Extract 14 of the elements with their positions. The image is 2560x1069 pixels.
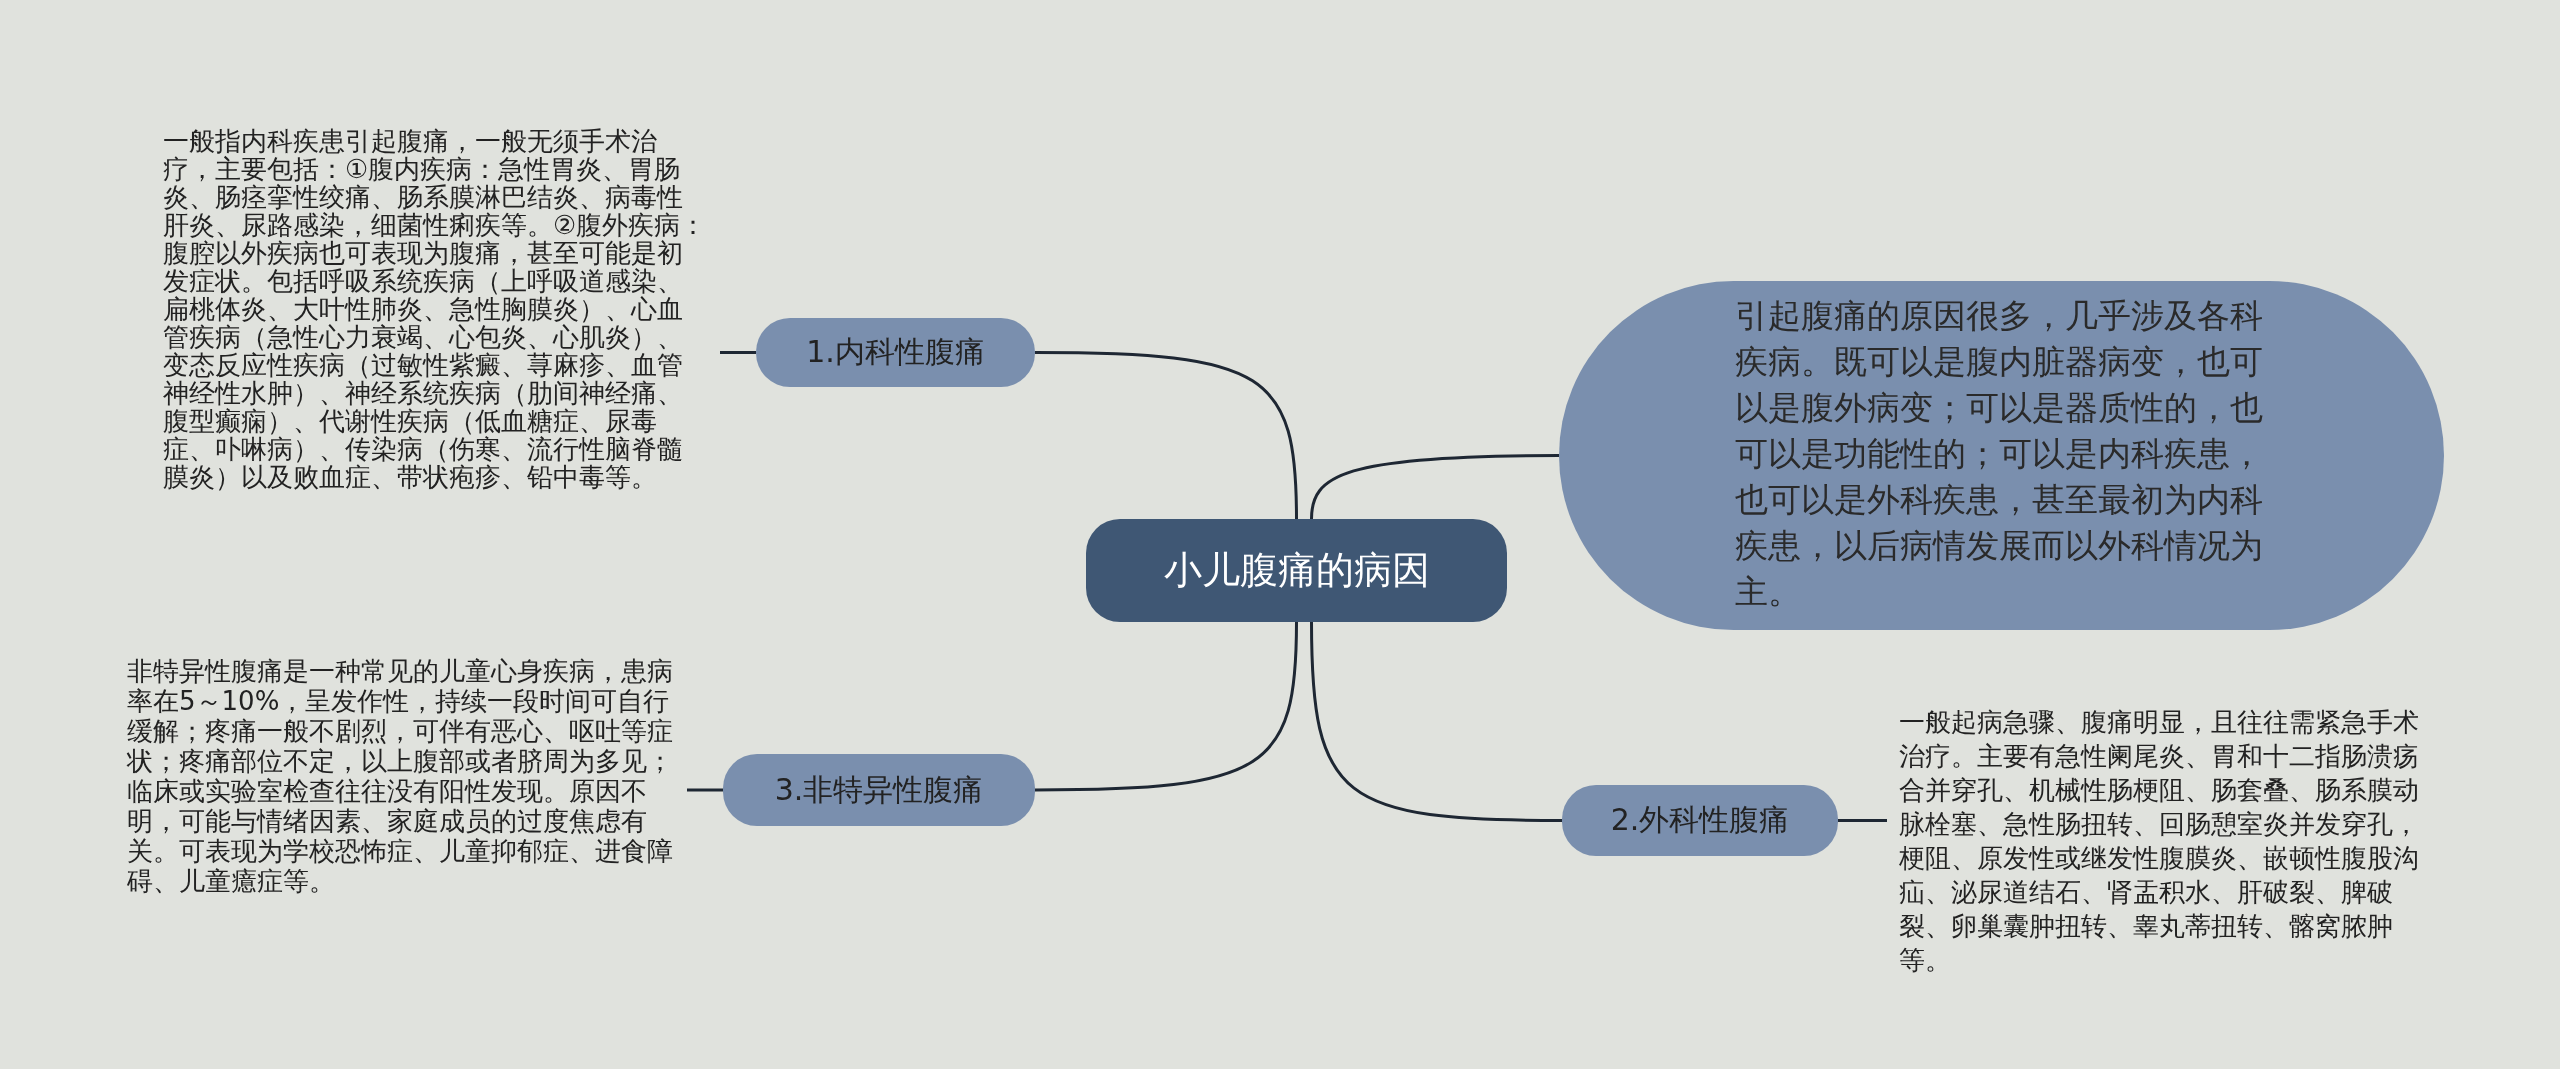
connector-line	[1310, 454, 1559, 520]
note-text: 非特异性腹痛是一种常见的儿童心身疾病，患病率在5～10%，呈发作性，持续一段时间可自行缓解；疼痛一般不剧烈，可伴有恶心、呕吐等症状；疼痛部位不定，以上腹部或者脐周为多见；临床或实验室检查往往没有阳性发现。原因不明，可能与情绪因素、家庭成员的过度焦虑有关。可表现为学校恐怖症、儿童抑郁症、进食障碍、儿童癔症等。	[127, 656, 675, 896]
connector-line	[1310, 621, 1562, 822]
branch-node: 3.非特异性腹痛	[723, 754, 1035, 826]
connector-line	[1035, 621, 1298, 792]
connector-line	[1035, 351, 1298, 520]
note-text: 一般起病急骤、腹痛明显，且往往需紧急手术治疗。主要有急性阑尾炎、胃和十二指肠溃疡合并穿孔、机械性肠梗阻、肠套叠、肠系膜动脉栓塞、急性肠扭转、回肠憩室炎并发穿孔，梗阻、原发性或继发性腹膜炎、嵌顿性腹股沟疝、泌尿道结石、肾盂积水、肝破裂、脾破裂、卵巢囊肿扭转、睾丸蒂扭转、髂窝脓肿等。	[1899, 705, 2444, 977]
branch-node: 1.内科性腹痛	[756, 318, 1035, 387]
connector-line	[1838, 819, 1887, 822]
note-text: 一般指内科疾患引起腹痛，一般无须手术治疗，主要包括：①腹内疾病：急性胃炎、胃肠炎、肠痉挛性绞痛、肠系膜淋巴结炎、病毒性肝炎、尿路感染，细菌性痢疾等。②腹外疾病：腹腔以外疾病也可表现为腹痛，甚至可能是初发症状。包括呼吸系统疾病（上呼吸道感染、扁桃体炎、大叶性肺炎、急性胸膜炎）、心血管疾病（急性心力衰竭、心包炎、心肌炎）、变态反应性疾病（过敏性紫癜、荨麻疹、血管神经性水肿）、神经系统疾病（肋间神经痛、腹型癫痫）、代谢性疾病（低血糖症、尿毒症、卟啉病）、传染病（伤寒、流行性脑脊髓膜炎）以及败血症、带状疱疹、铅中毒等。	[163, 127, 708, 491]
branch-node: 2.外科性腹痛	[1562, 785, 1838, 856]
topic-node: 小儿腹痛的病因	[1086, 519, 1507, 622]
connector-line	[687, 788, 723, 792]
connector-line	[720, 351, 756, 354]
